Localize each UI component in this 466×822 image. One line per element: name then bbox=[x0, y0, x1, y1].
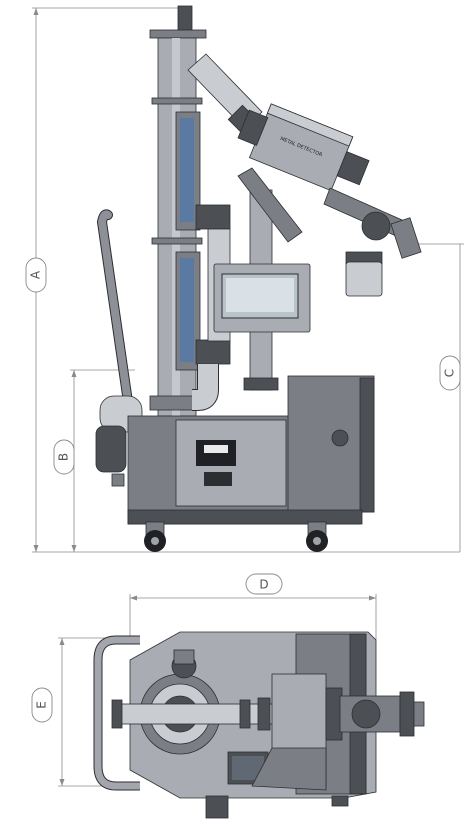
dimension-a-label: A bbox=[29, 270, 43, 279]
top-pipe bbox=[111, 697, 273, 731]
dimension-a-bubble bbox=[25, 257, 47, 293]
dimension-c-label: C bbox=[443, 369, 457, 377]
dimension-d-label: D bbox=[259, 578, 268, 592]
top-caster bbox=[205, 795, 349, 819]
push-handle bbox=[96, 209, 133, 407]
vertical-column bbox=[149, 5, 231, 417]
top-detector bbox=[251, 673, 343, 791]
control-panel bbox=[213, 263, 311, 333]
dimension-d: D bbox=[129, 573, 377, 640]
rotary-switch-icon bbox=[331, 429, 349, 447]
dimension-c-bubble bbox=[439, 355, 461, 391]
top-valve bbox=[339, 691, 425, 737]
dimension-b-bubble bbox=[53, 439, 75, 475]
dimension-c: C bbox=[408, 243, 464, 552]
top-handle bbox=[93, 635, 140, 791]
reject-bin bbox=[345, 261, 383, 297]
top-view: D E bbox=[31, 573, 425, 819]
reject-valve bbox=[323, 187, 422, 297]
dimension-d-bubble bbox=[245, 573, 283, 595]
wheels bbox=[144, 521, 328, 552]
dimension-e-label: E bbox=[35, 701, 49, 709]
dimension-e-bubble bbox=[31, 687, 53, 723]
pump-motor bbox=[95, 395, 143, 487]
side-view: A B C bbox=[25, 5, 464, 553]
base-cabinet bbox=[127, 375, 375, 525]
dimension-b-label: B bbox=[57, 453, 71, 461]
dimension-a: A bbox=[25, 7, 460, 553]
metal-detector: METAL DETECTOR bbox=[237, 103, 370, 192]
